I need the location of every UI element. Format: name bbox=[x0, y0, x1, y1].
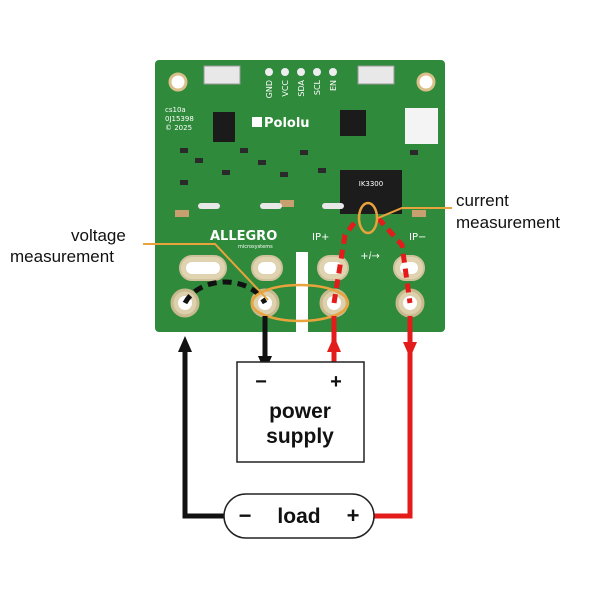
arrow-up-negative bbox=[178, 336, 192, 352]
pin-label-en: EN bbox=[329, 80, 338, 91]
negative-dashed-trace bbox=[182, 279, 268, 305]
voltage-label-line-2: measurement bbox=[10, 247, 114, 266]
load-minus-terminal: − bbox=[239, 503, 252, 528]
pin-label-vcc: VCC bbox=[281, 80, 290, 97]
load-plus-terminal: + bbox=[347, 503, 360, 528]
arrow-up-psu-plus bbox=[327, 336, 341, 352]
pin-label-gnd: GND bbox=[265, 80, 274, 98]
connector-right bbox=[357, 65, 395, 85]
voltage-label-line-1: voltage bbox=[71, 226, 126, 245]
terminal-slots bbox=[179, 255, 425, 281]
voltage-leader-line bbox=[143, 243, 269, 301]
sensor-chip bbox=[340, 170, 402, 214]
mounting-hole-left bbox=[168, 72, 188, 92]
mounting-hole-right bbox=[416, 72, 436, 92]
psu-label-line-1: power bbox=[269, 400, 331, 423]
psu-plus-terminal: + bbox=[330, 371, 342, 393]
board-slot bbox=[296, 252, 308, 332]
power-supply-rect bbox=[236, 361, 365, 463]
current-measurement-ring bbox=[357, 201, 379, 235]
terminal-ip-plus-label: IP+ bbox=[312, 232, 329, 243]
current-direction-label: +i→ bbox=[360, 251, 380, 262]
pin-label-scl: SCL bbox=[313, 79, 322, 95]
psu-minus-terminal: − bbox=[255, 371, 267, 393]
maker-sub: microsystems bbox=[238, 244, 273, 250]
regulator-chip bbox=[213, 112, 235, 142]
load-pill bbox=[223, 493, 375, 539]
psu-label-line-2: supply bbox=[266, 425, 334, 448]
pololu-logo: Pololu bbox=[252, 116, 310, 131]
brand-text: Pololu bbox=[264, 116, 310, 131]
wire-negative-load bbox=[182, 345, 224, 519]
current-callout bbox=[357, 201, 452, 235]
ip-minus-dashed-trace bbox=[376, 216, 413, 304]
board-id-line-1: cs10a bbox=[165, 106, 186, 114]
ip-plus-dashed-trace bbox=[331, 216, 360, 304]
connector-left bbox=[203, 65, 241, 85]
arrow-down-ip-minus bbox=[403, 342, 417, 358]
pad-white bbox=[405, 108, 438, 144]
voltage-callout bbox=[143, 243, 350, 323]
sensor-chip-marking: IK3300 bbox=[359, 180, 383, 188]
current-label-line-2: measurement bbox=[456, 213, 560, 232]
load-box: − load + bbox=[223, 493, 375, 539]
pcb-board: GND VCC SDA SCL EN cs10a 0J15398 © 2025 … bbox=[155, 60, 445, 332]
terminal-ip-minus-label: IP− bbox=[409, 232, 426, 243]
load-label: load bbox=[277, 505, 320, 528]
current-leader-line bbox=[377, 207, 452, 219]
maker-logo: ALLEGRO bbox=[210, 229, 277, 244]
power-supply-box: − + power supply bbox=[236, 361, 365, 463]
pin-label-sda: SDA bbox=[297, 79, 306, 96]
smd-components bbox=[175, 148, 426, 217]
logic-chip bbox=[340, 110, 366, 136]
current-label-line-1: current bbox=[456, 191, 509, 210]
voltage-measurement-ring bbox=[250, 283, 350, 323]
board-id-line-3: © 2025 bbox=[165, 124, 192, 132]
board-id-line-2: 0J15398 bbox=[165, 115, 194, 123]
silk-bars bbox=[198, 203, 344, 209]
wire-positive-load bbox=[374, 316, 413, 519]
header-pads bbox=[265, 68, 337, 76]
